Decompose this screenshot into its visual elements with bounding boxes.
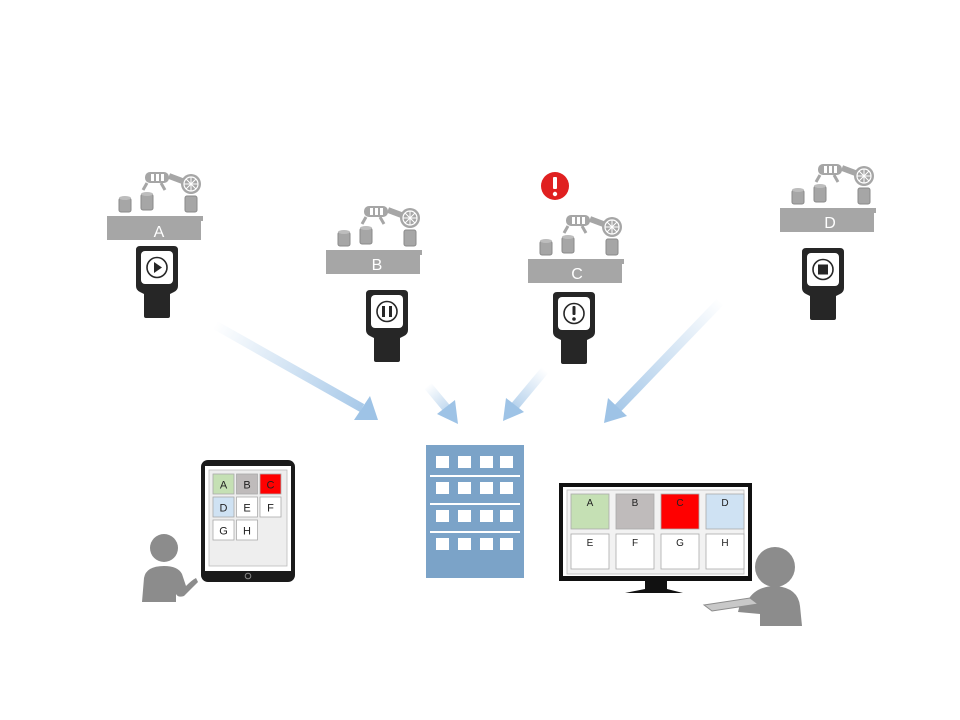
monitor-tile-f[interactable]: F <box>615 533 655 570</box>
monitor-tile-grid: A B C D E F G H <box>570 493 745 570</box>
monitor-tile-a[interactable]: A <box>570 493 610 530</box>
tile-label: C <box>676 498 683 509</box>
tile-label: G <box>676 538 684 549</box>
monitor-stand <box>625 581 683 593</box>
person-with-tablet-icon <box>142 534 198 602</box>
tile-label: B <box>243 480 250 492</box>
building-window <box>500 456 513 468</box>
tablet-tile-f[interactable]: F <box>259 496 282 518</box>
building-window <box>480 538 493 550</box>
machine-label: C <box>571 266 583 283</box>
handheld-terminal-d[interactable] <box>801 247 845 321</box>
monitor-tile-b[interactable]: B <box>615 493 655 530</box>
tile-label: E <box>243 503 250 515</box>
tablet-tile-b[interactable]: B <box>236 473 258 495</box>
tile-label: E <box>587 538 594 549</box>
pause-icon <box>382 306 392 317</box>
machine-label: A <box>154 224 165 241</box>
tablet-tile-d[interactable]: D <box>212 496 235 518</box>
arrow-a-to-server <box>212 321 378 420</box>
monitor-tile-h[interactable]: H <box>705 533 745 570</box>
server-building <box>426 445 524 578</box>
handheld-terminal-c[interactable] <box>552 291 596 365</box>
monitor-tile-e[interactable]: E <box>570 533 610 570</box>
arrow-d-to-server <box>604 298 724 423</box>
building-window <box>458 456 471 468</box>
machine-c: C <box>528 172 624 365</box>
building-window <box>480 482 493 494</box>
tile-label: D <box>220 503 228 515</box>
arrow-c-to-server <box>503 367 549 421</box>
tablet-tile-a[interactable]: A <box>212 473 235 495</box>
tablet-tile-c[interactable]: C <box>259 473 282 495</box>
handheld-terminal-b[interactable] <box>365 289 409 363</box>
building-floor-line <box>430 503 520 505</box>
building-window <box>480 456 493 468</box>
alert-badge-icon <box>541 172 569 200</box>
tablet-tile-e[interactable]: E <box>236 496 258 518</box>
monitor-device[interactable]: A B C D E F G H <box>559 483 752 593</box>
building-window <box>500 510 513 522</box>
tile-label: H <box>721 538 728 549</box>
building-window <box>458 538 471 550</box>
building-window <box>500 538 513 550</box>
building-floor-line <box>430 475 520 477</box>
building-window <box>436 510 449 522</box>
person-at-monitor-icon <box>702 547 802 626</box>
machine-label: B <box>372 257 383 274</box>
stop-icon <box>818 264 828 275</box>
machine-a: A <box>107 172 203 319</box>
tablet-device[interactable]: A B C D E F G H <box>201 460 295 582</box>
alert-icon <box>572 306 576 321</box>
tile-label: G <box>219 526 228 538</box>
building-window <box>436 538 449 550</box>
tile-label: D <box>721 498 728 509</box>
tile-label: A <box>220 480 228 492</box>
monitor-tile-c[interactable]: C <box>660 493 700 530</box>
tile-label: A <box>587 498 594 509</box>
machine-d: D <box>780 164 876 321</box>
building-window <box>458 482 471 494</box>
building-window <box>436 456 449 468</box>
arrow-b-to-server <box>424 383 458 424</box>
machine-label: D <box>824 215 836 232</box>
building-window <box>436 482 449 494</box>
building-window <box>500 482 513 494</box>
tile-label: F <box>632 538 638 549</box>
tile-label: H <box>243 526 251 538</box>
building-window <box>458 510 471 522</box>
handheld-terminal-a[interactable] <box>135 245 179 319</box>
tile-label: F <box>267 503 274 515</box>
tablet-tile-grid: A B C D E F G H <box>212 473 282 541</box>
tablet-tile-g[interactable]: G <box>212 519 235 541</box>
monitor-tile-g[interactable]: G <box>660 533 700 570</box>
tile-label: C <box>267 480 275 492</box>
monitor-tile-d[interactable]: D <box>705 493 745 530</box>
tile-label: B <box>632 498 639 509</box>
building-floor-line <box>430 531 520 533</box>
tablet-tile-h[interactable]: H <box>236 519 258 541</box>
building-window <box>480 510 493 522</box>
play-icon <box>154 262 162 273</box>
machine-b: B <box>326 206 422 363</box>
